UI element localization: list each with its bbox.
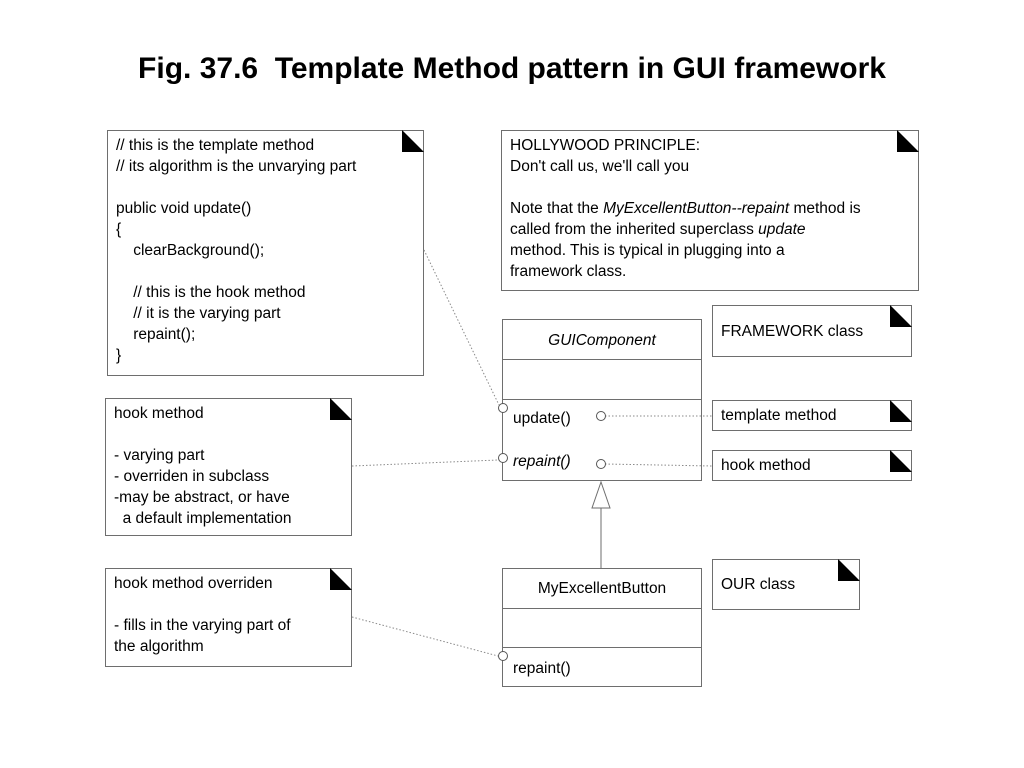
note-line: called from the inherited superclass upd… xyxy=(510,219,912,240)
anchor-circle-icon xyxy=(596,411,606,421)
note-line: Note that the MyExcellentButton--repaint… xyxy=(510,198,912,219)
note-line: the algorithm xyxy=(114,638,204,655)
note-line: } xyxy=(116,347,122,364)
operation-update: update() xyxy=(513,410,571,427)
note-fold-icon xyxy=(330,568,352,590)
note-fold-icon xyxy=(890,400,912,422)
label-text: hook method xyxy=(721,457,811,474)
note-fold-icon xyxy=(890,305,912,327)
anchor-circle-icon xyxy=(498,403,508,413)
label-text: template method xyxy=(721,407,837,424)
note-text: called from the inherited superclass xyxy=(510,221,759,238)
class-name: MyExcellentButton xyxy=(537,580,667,597)
note-line: a default implementation xyxy=(114,510,292,527)
note-line: public void update() xyxy=(116,200,252,217)
hook-label-connector xyxy=(604,463,713,467)
note-line: - overriden in subclass xyxy=(114,468,270,485)
hook-note-connector xyxy=(351,459,499,467)
note-emphasis: MyExcellentButton--repaint xyxy=(603,200,790,217)
note-line: // its algorithm is the unvarying part xyxy=(116,158,357,175)
note-fold-icon xyxy=(402,130,424,152)
note-line: - fills in the varying part of xyxy=(114,617,291,634)
hollywood-principle-note: HOLLYWOOD PRINCIPLE: Don't call us, we'l… xyxy=(501,130,919,291)
inheritance-arrow-icon xyxy=(591,480,611,509)
note-line: hook method xyxy=(114,405,204,422)
note-text: Note that the xyxy=(510,200,604,217)
note-fold-icon xyxy=(897,130,919,152)
framework-class-label: FRAMEWORK class xyxy=(712,305,912,357)
page-title: Fig. 37.6 Template Method pattern in GUI… xyxy=(138,52,886,85)
note-line: method. This is typical in plugging into… xyxy=(510,242,785,259)
note-line: framework class. xyxy=(510,263,627,280)
anchor-circle-icon xyxy=(596,459,606,469)
note-line: // it is the varying part xyxy=(116,305,281,322)
note-line: HOLLYWOOD PRINCIPLE: xyxy=(510,137,701,154)
template-method-note: // this is the template method // its al… xyxy=(107,130,424,376)
template-method-label: template method xyxy=(712,400,912,431)
note-line: { xyxy=(116,221,122,238)
note-text: method is xyxy=(789,200,861,217)
gui-component-class: GUIComponent update() repaint() xyxy=(502,319,702,481)
class-divider xyxy=(503,608,701,609)
hook-method-label: hook method xyxy=(712,450,912,481)
my-excellent-button-class: MyExcellentButton repaint() xyxy=(502,568,702,687)
class-name: GUIComponent xyxy=(548,332,656,349)
note-line: repaint(); xyxy=(116,326,196,343)
note-line: Don't call us, we'll call you xyxy=(510,158,690,175)
note-emphasis: update xyxy=(758,221,806,238)
our-class-label: OUR class xyxy=(712,559,860,610)
note-line: // this is the hook method xyxy=(116,284,306,301)
anchor-circle-icon xyxy=(498,453,508,463)
class-divider xyxy=(503,647,701,648)
note-line: -may be abstract, or have xyxy=(114,489,290,506)
note-fold-icon xyxy=(838,559,860,581)
hook-overriden-note: hook method overriden - fills in the var… xyxy=(105,568,352,667)
label-text: FRAMEWORK class xyxy=(721,323,864,340)
note-fold-icon xyxy=(890,450,912,472)
class-divider xyxy=(503,399,701,400)
operation-repaint: repaint() xyxy=(513,660,571,677)
note-line: // this is the template method xyxy=(116,137,315,154)
note-line: clearBackground(); xyxy=(116,242,265,259)
anchor-circle-icon xyxy=(498,651,508,661)
hook-method-note: hook method - varying part - overriden i… xyxy=(105,398,352,536)
operation-repaint: repaint() xyxy=(513,453,571,470)
note-line: hook method overriden xyxy=(114,575,273,592)
template-note-connector xyxy=(423,249,500,406)
class-divider xyxy=(503,359,701,360)
override-note-connector xyxy=(351,616,499,657)
note-fold-icon xyxy=(330,398,352,420)
label-text: OUR class xyxy=(721,576,796,593)
note-line: - varying part xyxy=(114,447,205,464)
